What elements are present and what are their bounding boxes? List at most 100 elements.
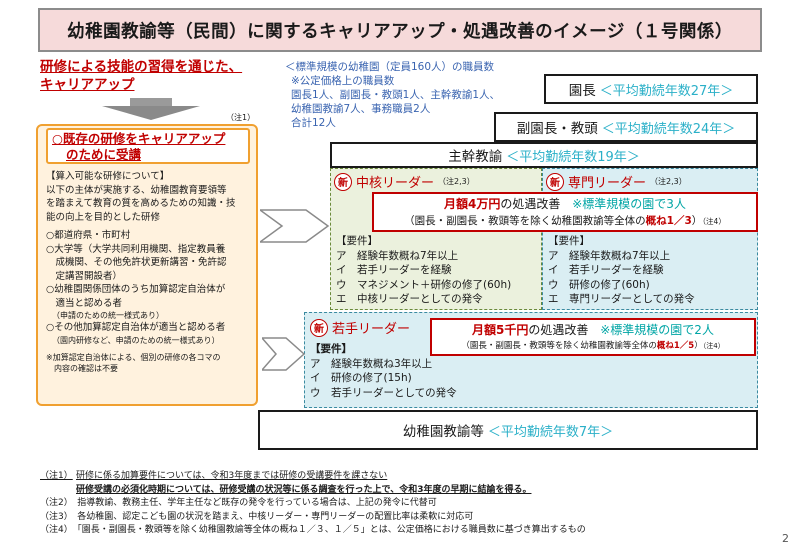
page-number: 2 (782, 532, 789, 545)
new-badge: 新 (310, 318, 328, 337)
young-req-item: ウ 若手リーダーとしての発令 (310, 386, 457, 399)
specialist-leader-note: （注2,3） (650, 177, 687, 186)
training-line: 成機関、その他免許状更新講習・免許認 (46, 257, 227, 268)
note2: （注2） 指導教諭、教務主任、学年主任など既存の発令を行っている場合は、上記の発… (40, 498, 437, 508)
young-pay-ratio: 概ね1／5 (656, 341, 695, 351)
right-arrow-icon (262, 337, 306, 371)
middle-leader-panel (330, 168, 542, 310)
training-line: 以下の主体が実施する、幼稚園教育要領等 (46, 184, 227, 196)
young-req-item: ア 経験年数概ね3年以上 (310, 357, 433, 370)
left-heading-line2: キャリアアップ (40, 77, 135, 93)
middle-pay-text: の処遇改善 (500, 197, 561, 211)
specialist-leader-panel (542, 168, 758, 310)
young-pay-box: 月額5千円の処遇改善 ※標準規模の園で2人 （園長・副園長・教頭等を除く幼稚園教… (430, 318, 756, 356)
rank-teacher-label: 幼稚園教諭等 (402, 424, 484, 440)
young-req-title: 【要件】 (310, 343, 352, 355)
rank-principal-label: 園長 (568, 83, 596, 99)
young-pay-text: の処遇改善 (528, 323, 589, 337)
middle-req-item: ア 経験年数概ね7年以上 (336, 249, 459, 262)
specialist-leader-name: 専門リーダー (568, 176, 647, 191)
new-badge: 新 (334, 172, 352, 191)
training-line: ○その他加算認定自治体が適当と認める者 (46, 322, 226, 333)
training-note-ref: （注1） (226, 113, 256, 122)
training-footer: 内容の確認は不要 (46, 363, 118, 373)
specialist-req-title: 【要件】 (548, 235, 590, 247)
middle-pay-line2c: ） (691, 215, 703, 227)
middle-req-item: ウ マネジメント＋研修の修了(60h) (336, 278, 512, 291)
note4: （注4） 「園長・副園長・教頭等を除く幼稚園教諭等全体の概ね１／３、１／５」とは… (40, 525, 586, 535)
staff-note: ＜標準規模の幼稚園（定員160人）の職員数 ※公定価格上の職員数 園長1人、副園… (285, 60, 525, 130)
young-pay-line2a: （園長・副園長・教頭等を除く幼稚園教諭等全体の (461, 341, 657, 351)
note1-label: （注1） (40, 471, 73, 481)
note3: （注3） 各幼稚園、認定こども園の状況を踏まえ、中核リーダー・専門リーダーの配置… (40, 511, 474, 522)
training-line: ○大学等（大学共同利用機関、指定教員養 (46, 243, 226, 255)
specialist-req-item: エ 専門リーダーとしての発令 (548, 293, 695, 305)
training-heading-line2: のために受講 (66, 147, 142, 162)
middle-pay-line2note: （注4） (702, 217, 726, 226)
training-line: を踏まえて教育の質を高めるための知識・技 (46, 198, 236, 209)
rank-chief-label: 主幹教諭 (448, 149, 503, 165)
middle-leader-header: 新 中核リーダー （注2,3） (334, 172, 475, 191)
staff-note-line1: ＜標準規模の幼稚園（定員160人）の職員数 (285, 61, 495, 73)
rank-vice-label: 副園長・教頭 (516, 121, 598, 137)
middle-requirements: 【要件】 ア 経験年数概ね7年以上 イ 若手リーダーを経験 ウ マネジメント＋研… (336, 234, 540, 307)
specialist-leader-header: 新 専門リーダー （注2,3） (546, 172, 687, 191)
training-body: 【算入可能な研修について】 以下の主体が実施する、幼稚園教育要領等 を踏まえて教… (46, 170, 256, 374)
young-pay-line2c: ） (694, 341, 703, 351)
specialist-req-item: ウ 研修の修了(60h) (548, 278, 650, 291)
rank-teacher-years: ＜平均勤続年数7年＞ (487, 424, 614, 440)
specialist-requirements: 【要件】 ア 経験年数概ね7年以上 イ 若手リーダーを経験 ウ 研修の修了(60… (548, 234, 756, 307)
training-sub: （園内研修など、申請のための統一様式あり） (52, 335, 220, 345)
rank-chief: 主幹教諭 ＜平均勤続年数19年＞ (330, 142, 758, 168)
specialist-req-item: ア 経験年数概ね7年以上 (548, 249, 671, 262)
note1-line1: 研修に係る加算要件については、令和3年度までは研修の受講要件を課さない (76, 471, 388, 481)
training-line: 【算入可能な研修について】 (46, 171, 170, 182)
young-requirements: 【要件】 ア 経験年数概ね3年以上 イ 研修の修了(15h) ウ 若手リーダーと… (310, 342, 610, 400)
middle-pay-amount: 月額4万円 (444, 197, 501, 211)
middle-pay-box: 月額4万円の処遇改善 ※標準規模の園で3人 （園長・副園長・教頭等を除く幼稚園教… (372, 192, 758, 232)
young-leader-name: 若手リーダー (332, 322, 411, 337)
staff-note-line3: 園長1人、副園長・教頭1人、主幹教諭1人、 (291, 89, 501, 101)
rank-principal-years: ＜平均勤続年数27年＞ (599, 83, 734, 99)
middle-pay-line2a: （園長・副園長・教頭等を除く幼稚園教諭等全体の (404, 215, 646, 227)
footnotes: （注1） 研修に係る加算要件については、令和3年度までは研修の受講要件を課さない… (40, 470, 780, 538)
left-heading: 研修による技能の習得を通じた、 キャリアアップ (40, 58, 280, 94)
staff-note-line2: ※公定価格上の職員数 (291, 75, 395, 87)
training-line: ○都道府県・市町村 (46, 230, 131, 241)
note1-line2: 研修受講の必須化時期については、研修受講の状況等に係る調査を行った上で、令和3年… (76, 484, 532, 495)
rank-principal: 園長 ＜平均勤続年数27年＞ (544, 74, 758, 104)
page-title: 幼稚園教諭等（民間）に関するキャリアアップ・処遇改善のイメージ（１号関係） (38, 8, 762, 52)
training-sub: （申請のための統一様式あり） (52, 311, 164, 320)
young-req-item: イ 研修の修了(15h) (310, 372, 412, 384)
middle-pay-std: ※標準規模の園で3人 (572, 197, 686, 211)
down-arrow-icon (102, 98, 200, 120)
young-leader-header: 新 若手リーダー (310, 318, 410, 337)
training-heading: ○既存の研修をキャリアアップ のために受講 (46, 128, 250, 164)
training-box (36, 124, 258, 406)
middle-leader-note: （注2,3） (438, 177, 475, 186)
training-heading-line1: ○既存の研修をキャリアアップ (52, 131, 226, 146)
young-pay-line2note: （注4） (702, 342, 725, 350)
middle-req-item: イ 若手リーダーを経験 (336, 264, 452, 276)
young-pay-amount: 月額5千円 (472, 323, 529, 337)
new-badge: 新 (546, 172, 564, 191)
middle-leader-name: 中核リーダー (356, 176, 435, 191)
rank-teacher: 幼稚園教諭等 ＜平均勤続年数7年＞ (258, 410, 758, 450)
right-arrow-icon (260, 209, 330, 243)
young-pay-std: ※標準規模の園で2人 (600, 323, 714, 337)
staff-note-line4: 幼稚園教諭7人、事務職員2人 (291, 103, 431, 115)
specialist-req-item: イ 若手リーダーを経験 (548, 264, 664, 276)
training-line: 適当と認める者 (46, 297, 123, 309)
rank-vice: 副園長・教頭 ＜平均勤続年数24年＞ (494, 112, 758, 142)
left-heading-line1: 研修による技能の習得を通じた、 (40, 59, 243, 75)
training-line: 能の向上を目的とした研修 (46, 211, 161, 223)
training-line: 定講習開設者） (46, 270, 123, 282)
middle-req-title: 【要件】 (336, 235, 378, 247)
middle-req-item: エ 中核リーダーとしての発令 (336, 293, 483, 305)
middle-pay-ratio: 概ね1／3 (645, 215, 692, 227)
training-footer: ※加算認定自治体による、個別の研修の各コマの (46, 352, 221, 362)
training-line: ○幼稚園関係団体のうち加算認定自治体が (46, 284, 226, 295)
staff-note-line5: 合計12人 (291, 117, 336, 129)
rank-vice-years: ＜平均勤続年数24年＞ (601, 121, 736, 137)
rank-chief-years: ＜平均勤続年数19年＞ (506, 149, 640, 165)
